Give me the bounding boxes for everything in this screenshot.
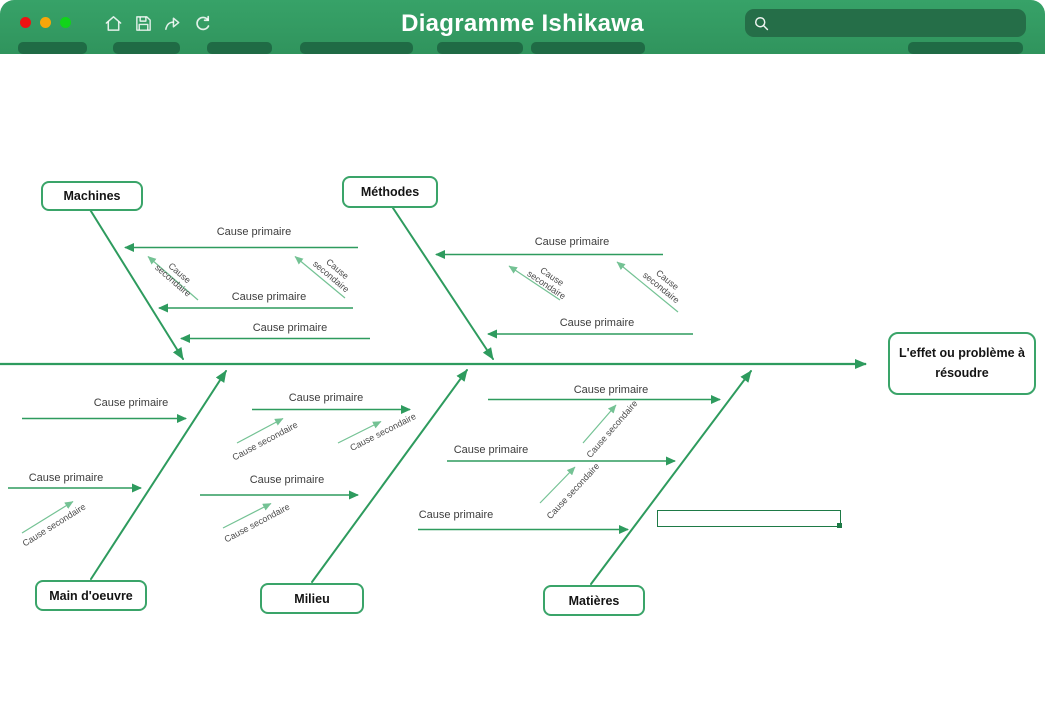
primary-cause-label[interactable]: Cause primaire: [216, 226, 292, 238]
search-bar[interactable]: [745, 9, 1026, 37]
primary-cause-label[interactable]: Cause primaire: [573, 384, 649, 396]
tab-stub[interactable]: [300, 42, 413, 54]
category-box-machines[interactable]: Machines: [41, 181, 143, 211]
branch-lines: [88, 204, 752, 585]
secondary-cause-arrows: [21, 256, 679, 534]
search-input[interactable]: [770, 15, 1026, 31]
window-title: Diagramme Ishikawa: [401, 10, 644, 37]
maximize-button[interactable]: [60, 17, 71, 28]
minimize-button[interactable]: [40, 17, 51, 28]
resize-handle[interactable]: [837, 523, 842, 528]
primary-cause-label[interactable]: Cause primaire: [249, 474, 325, 486]
close-button[interactable]: [20, 17, 31, 28]
primary-cause-label[interactable]: Cause primaire: [28, 472, 104, 484]
tab-stub[interactable]: [437, 42, 523, 54]
milieu-branch-line: [311, 369, 468, 583]
category-box-methodes[interactable]: Méthodes: [342, 176, 438, 208]
home-icon[interactable]: [104, 14, 123, 33]
primary-cause-label[interactable]: Cause primaire: [231, 291, 307, 303]
primary-cause-label[interactable]: Cause primaire: [252, 322, 328, 334]
category-box-milieu[interactable]: Milieu: [260, 583, 364, 614]
category-box-main-doeuvre[interactable]: Main d'oeuvre: [35, 580, 147, 611]
tab-stub[interactable]: [531, 42, 645, 54]
refresh-icon[interactable]: [193, 14, 212, 33]
main-doeuvre-branch-line: [90, 370, 227, 580]
tab-stub[interactable]: [18, 42, 87, 54]
primary-cause-label[interactable]: Cause primaire: [418, 509, 494, 521]
methodes-branch-line: [390, 204, 494, 360]
effect-box-label: L'effet ou problème à résoudre: [899, 346, 1025, 380]
tab-stub[interactable]: [908, 42, 1023, 54]
empty-text-box[interactable]: [657, 510, 842, 528]
save-icon[interactable]: [134, 14, 153, 33]
primary-cause-label[interactable]: Cause primaire: [288, 392, 364, 404]
matieres-branch-line: [590, 370, 752, 585]
primary-cause-label[interactable]: Cause primaire: [559, 317, 635, 329]
primary-cause-arrows: [8, 243, 721, 534]
category-box-matieres[interactable]: Matières: [543, 585, 645, 616]
tab-stub[interactable]: [113, 42, 180, 54]
machines-branch-line: [88, 207, 184, 360]
titlebar: Diagramme Ishikawa: [0, 0, 1045, 54]
primary-cause-label[interactable]: Cause primaire: [453, 444, 529, 456]
primary-cause-label[interactable]: Cause primaire: [93, 397, 169, 409]
primary-cause-label[interactable]: Cause primaire: [534, 236, 610, 248]
search-icon: [754, 16, 769, 30]
effect-box[interactable]: L'effet ou problème à résoudre: [888, 332, 1036, 395]
share-icon[interactable]: [163, 14, 182, 33]
tab-stub[interactable]: [207, 42, 272, 54]
